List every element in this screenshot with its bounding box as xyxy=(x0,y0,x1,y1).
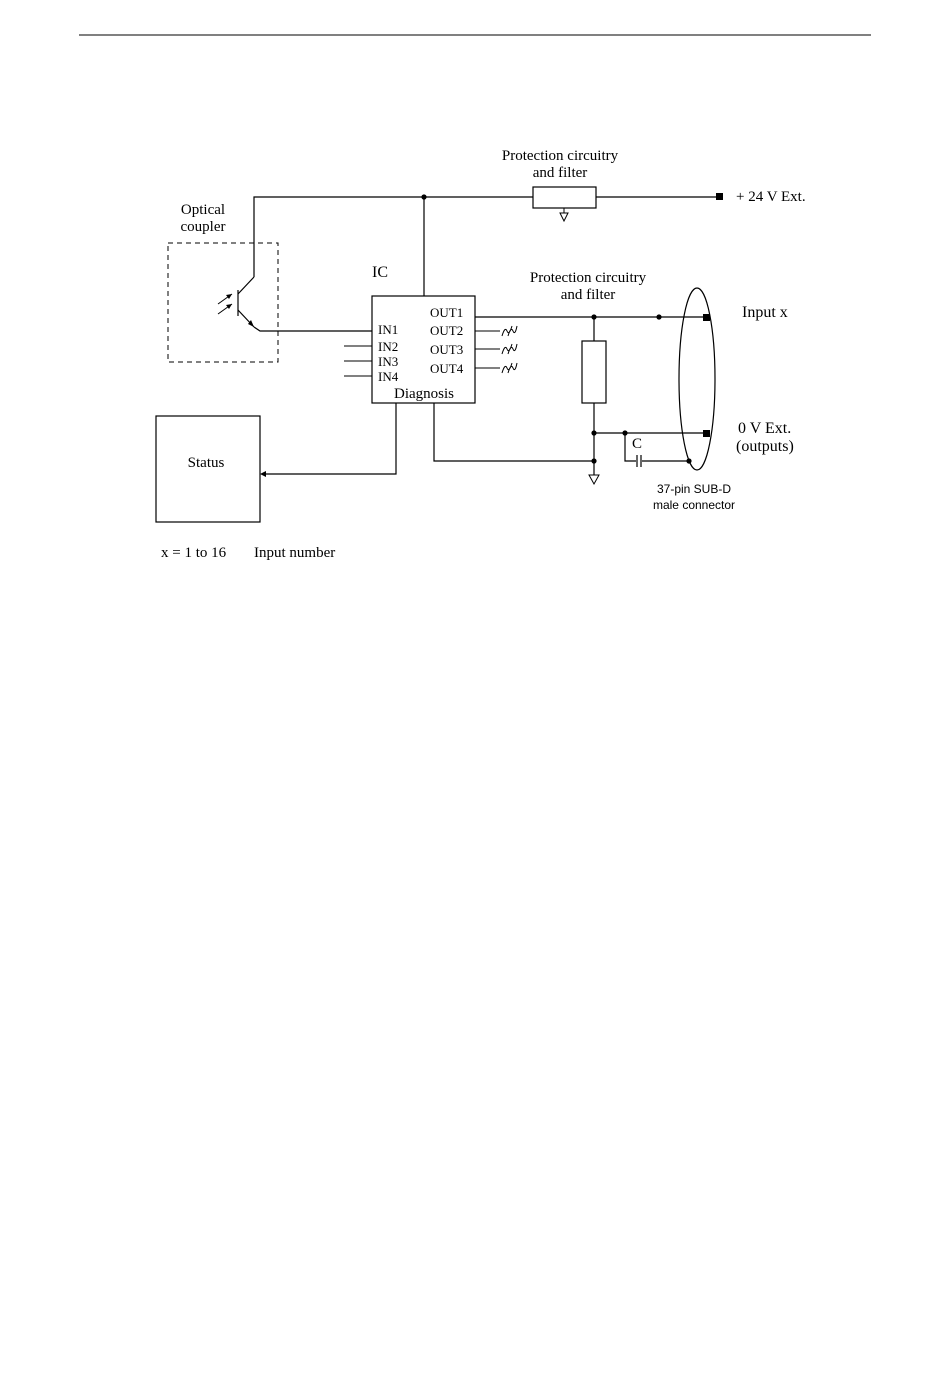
diagnosis-label: Diagnosis xyxy=(394,386,454,402)
coupler-to-in1-wire xyxy=(254,327,372,331)
footnote-x: x = 1 to 16 xyxy=(161,545,227,561)
phototransistor-icon xyxy=(218,277,254,327)
protection-top-label-line2: and filter xyxy=(533,165,588,181)
ground-icon xyxy=(589,475,599,484)
status-label: Status xyxy=(188,455,225,471)
protection-filter-top xyxy=(533,187,596,221)
plus24-terminal xyxy=(716,193,723,200)
zero-volt-terminal xyxy=(703,430,710,437)
out2-label: OUT2 xyxy=(430,323,463,338)
in1-label: IN1 xyxy=(378,322,398,337)
supply-line xyxy=(254,194,718,296)
input-x-terminal xyxy=(703,314,710,321)
zero-volt-label-line1: 0 V Ext. xyxy=(738,420,791,437)
connector-label-line2: male connector xyxy=(653,498,735,512)
in4-label: IN4 xyxy=(378,369,399,384)
input-x-label: Input x xyxy=(742,304,788,321)
optical-label-line1: Optical xyxy=(181,202,225,218)
in3-label: IN3 xyxy=(378,354,398,369)
optical-coupler-box xyxy=(168,243,278,362)
protection-mid-label-line1: Protection circuitry xyxy=(530,270,647,286)
out1-label: OUT1 xyxy=(430,305,463,320)
out3-label: OUT3 xyxy=(430,342,463,357)
input-stubs xyxy=(344,346,372,376)
capacitor-label: C xyxy=(632,436,642,452)
out4-label: OUT4 xyxy=(430,361,464,376)
in2-label: IN2 xyxy=(378,339,398,354)
plus24-label: + 24 V Ext. xyxy=(736,189,806,205)
out1-wire xyxy=(475,314,706,319)
output-stubs xyxy=(475,326,517,373)
zero-volt-label-line2: (outputs) xyxy=(736,438,794,455)
diagnosis-ground-wire xyxy=(434,403,594,461)
ic-label: IC xyxy=(372,264,388,281)
footnote-desc: Input number xyxy=(254,545,335,561)
diagnosis-status-wire xyxy=(263,403,396,474)
protection-top-label-line1: Protection circuitry xyxy=(502,148,619,164)
resistor xyxy=(582,317,606,475)
connector-label-line1: 37-pin SUB-D xyxy=(657,482,731,496)
status-arrow-icon xyxy=(260,471,266,477)
optical-label-line2: coupler xyxy=(181,219,226,235)
protection-mid-label-line2: and filter xyxy=(561,287,616,303)
